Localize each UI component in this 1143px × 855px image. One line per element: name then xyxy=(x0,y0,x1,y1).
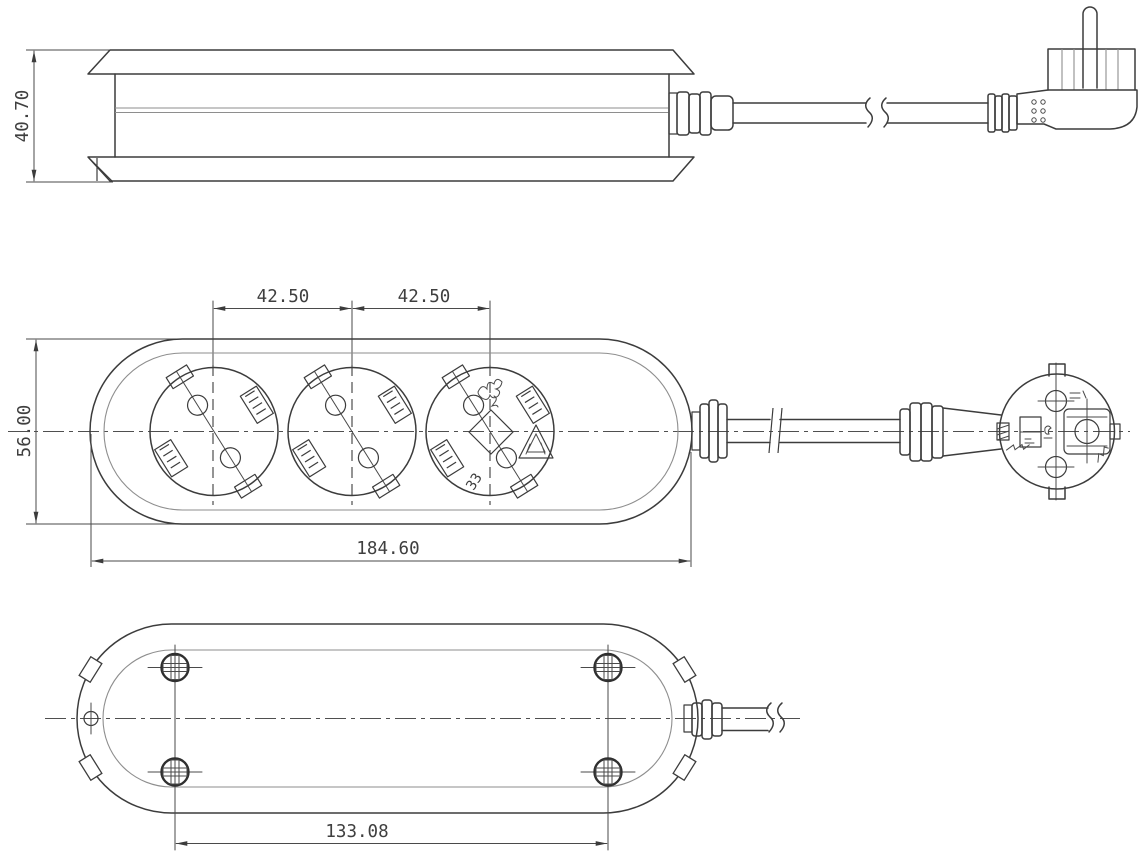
case-notch xyxy=(672,753,697,782)
case-notch xyxy=(672,655,697,684)
strip-plan-outline xyxy=(89,338,693,525)
plan-view: 42.50 42.50 56.00 xyxy=(8,287,1130,567)
socket-number-text: 33 xyxy=(463,470,486,493)
dim-text-height: 40.70 xyxy=(13,90,33,143)
bottom-view: 133.08 xyxy=(45,623,800,851)
socket-certification-marks: 33 xyxy=(463,378,554,493)
power-cord-plan xyxy=(691,399,1002,463)
side-view: 40.70 xyxy=(13,6,1138,183)
socket-1 xyxy=(121,336,307,527)
plug-cert-marks xyxy=(1006,390,1109,463)
dimension-length: 184.60 xyxy=(90,434,692,567)
plug-cable-entry xyxy=(996,422,1010,441)
dim-text-pitch-right: 42.50 xyxy=(398,287,451,307)
strip-side-profile xyxy=(87,49,695,182)
dimension-socket-pitch: 42.50 42.50 xyxy=(212,287,491,366)
dim-text-length: 184.60 xyxy=(356,539,419,559)
strip-bottom-outline xyxy=(76,623,699,814)
plug-earth-contact xyxy=(1063,398,1121,464)
dim-text-screw-spacing: 133.08 xyxy=(325,822,388,842)
plug-face xyxy=(996,362,1121,501)
triangle-safety-mark xyxy=(518,424,554,459)
plug-label-plate xyxy=(1019,416,1042,448)
plug-top-tab xyxy=(1048,363,1066,377)
power-cord-bottom xyxy=(683,699,785,740)
plug-bottom-tab xyxy=(1048,486,1066,500)
case-notch xyxy=(78,655,103,684)
case-notch xyxy=(78,753,103,782)
power-cord-side xyxy=(668,91,1018,136)
diamond-mark xyxy=(468,409,514,455)
logo-scribble-mark xyxy=(477,378,503,408)
dimension-height: 40.70 xyxy=(13,49,118,183)
plug-marking-dots xyxy=(1031,99,1046,123)
dim-text-pitch-left: 42.50 xyxy=(257,287,310,307)
dimension-screw-spacing: 133.08 xyxy=(175,822,608,846)
plug-side-profile xyxy=(1016,6,1138,130)
